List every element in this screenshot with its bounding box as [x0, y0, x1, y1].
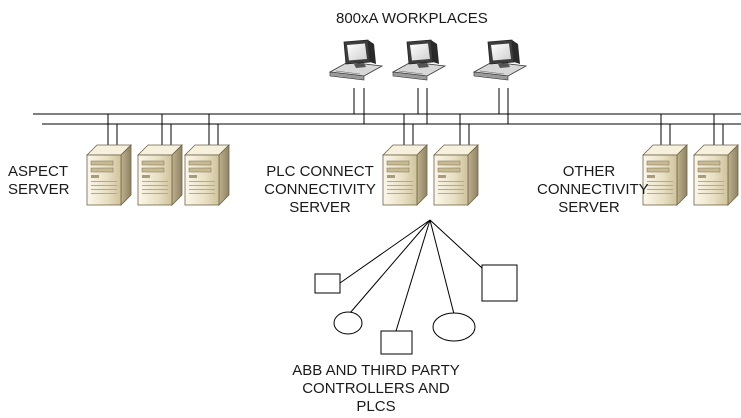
server-icon: [382, 144, 428, 206]
controllers-label-line: PLCS: [356, 398, 396, 415]
controller-symbol: [333, 311, 363, 335]
server-icon: [693, 144, 739, 206]
server-connections: [107, 114, 724, 148]
workplace-connections: [353, 88, 509, 124]
plc-connect-label-line: SERVER: [289, 199, 351, 216]
workstation-icon: [392, 39, 446, 81]
controller-symbol: [314, 273, 341, 294]
controllers-label-line: ABB AND THIRD PARTY: [292, 362, 460, 379]
server-icon: [642, 144, 688, 206]
plc-connect-label-line: PLC CONNECT: [266, 163, 374, 180]
controller-links: [339, 219, 483, 332]
workstation-icon: [473, 39, 527, 81]
workplaces-label: 800xA WORKPLACES: [336, 10, 488, 27]
aspect-server-label-line: SERVER: [8, 181, 70, 198]
workstation-icon: [329, 39, 383, 81]
controllers-label-line: CONTROLLERS AND: [302, 380, 450, 397]
server-icon: [86, 144, 132, 206]
plc-connect-label: PLC CONNECT CONNECTIVITY SERVER: [257, 163, 383, 217]
other-connectivity-label-line: OTHER: [562, 163, 616, 180]
aspect-server-label-line: ASPECT: [8, 163, 69, 180]
server-icon: [184, 144, 230, 206]
other-connectivity-label: OTHER CONNECTIVITY SERVER: [537, 163, 649, 217]
controllers-label: ABB AND THIRD PARTY CONTROLLERS AND PLCS: [281, 362, 471, 416]
aspect-server-label: ASPECT SERVER: [8, 163, 69, 199]
other-connectivity-label-line: SERVER: [558, 199, 620, 216]
controller-symbol: [380, 330, 413, 355]
server-icon: [137, 144, 183, 206]
other-connectivity-label-line: CONNECTIVITY: [537, 181, 649, 198]
controller-symbol: [432, 312, 476, 342]
controller-symbol: [481, 264, 518, 302]
plc-connect-label-line: CONNECTIVITY: [264, 181, 376, 198]
server-icon: [433, 144, 479, 206]
